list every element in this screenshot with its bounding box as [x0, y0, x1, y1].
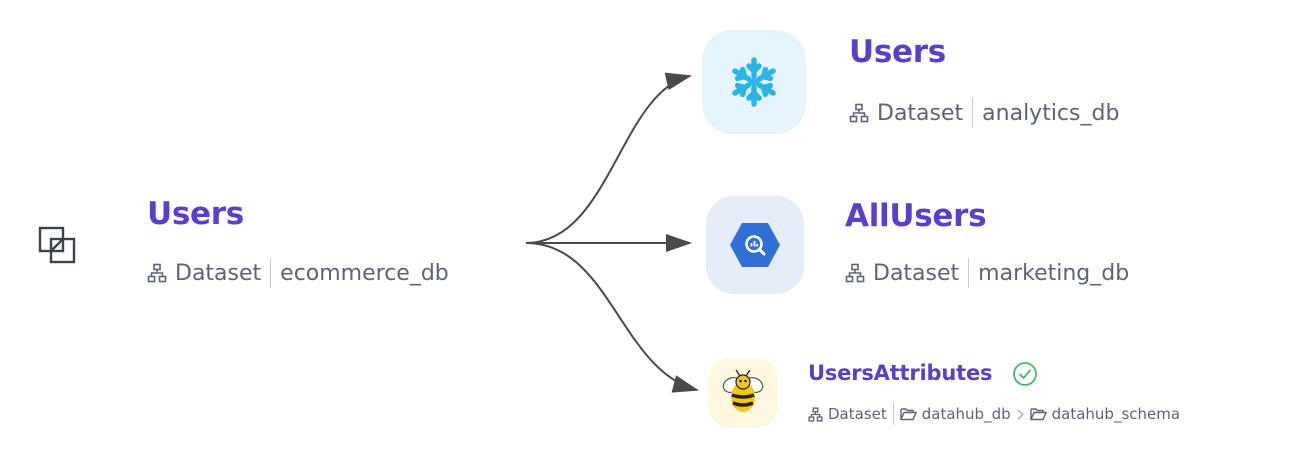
target-1-database[interactable]: analytics_db — [982, 100, 1120, 126]
target-3-meta: Dataset datahub_db datahub_schema — [808, 403, 1180, 425]
hierarchy-icon — [849, 103, 869, 123]
target-1-title[interactable]: Users — [849, 34, 946, 70]
target-1-type-label: Dataset — [877, 100, 964, 126]
folder-icon — [900, 407, 917, 421]
edge-to-users-analytics — [525, 72, 692, 244]
folder-icon — [1029, 407, 1047, 421]
target-2-title[interactable]: AllUsers — [845, 198, 987, 234]
source-meta: Dataset ecommerce_db — [147, 258, 449, 288]
meta-divider — [968, 258, 970, 288]
edge-to-usersattributes — [525, 242, 699, 393]
target-2-type-label: Dataset — [873, 260, 960, 286]
target-2-database[interactable]: marketing_db — [978, 260, 1130, 286]
target-3-database[interactable]: datahub_db — [921, 405, 1011, 423]
source-type-label: Dataset — [175, 260, 262, 286]
dataset-square-icon — [34, 222, 82, 270]
hive-platform-tile — [708, 358, 778, 428]
snowflake-icon — [732, 57, 776, 107]
bigquery-icon — [730, 223, 780, 267]
hierarchy-icon — [845, 263, 865, 283]
snowflake-platform-tile — [702, 30, 806, 134]
meta-divider — [270, 258, 272, 288]
bigquery-platform-tile — [706, 196, 804, 294]
meta-divider — [892, 403, 894, 425]
meta-divider — [972, 98, 974, 128]
target-3-schema[interactable]: datahub_schema — [1051, 405, 1181, 423]
chevron-right-icon — [1017, 409, 1024, 420]
target-1-meta: Dataset analytics_db — [849, 98, 1119, 128]
target-2-meta: Dataset marketing_db — [845, 258, 1129, 288]
hierarchy-icon — [147, 263, 167, 283]
source-database[interactable]: ecommerce_db — [280, 260, 449, 286]
check-circle-icon — [1012, 361, 1038, 387]
target-3-type-label: Dataset — [828, 405, 887, 423]
hive-bee-icon — [722, 369, 764, 412]
hierarchy-icon — [808, 406, 823, 422]
target-3-title[interactable]: UsersAttributes — [808, 361, 993, 385]
source-title[interactable]: Users — [147, 196, 244, 232]
